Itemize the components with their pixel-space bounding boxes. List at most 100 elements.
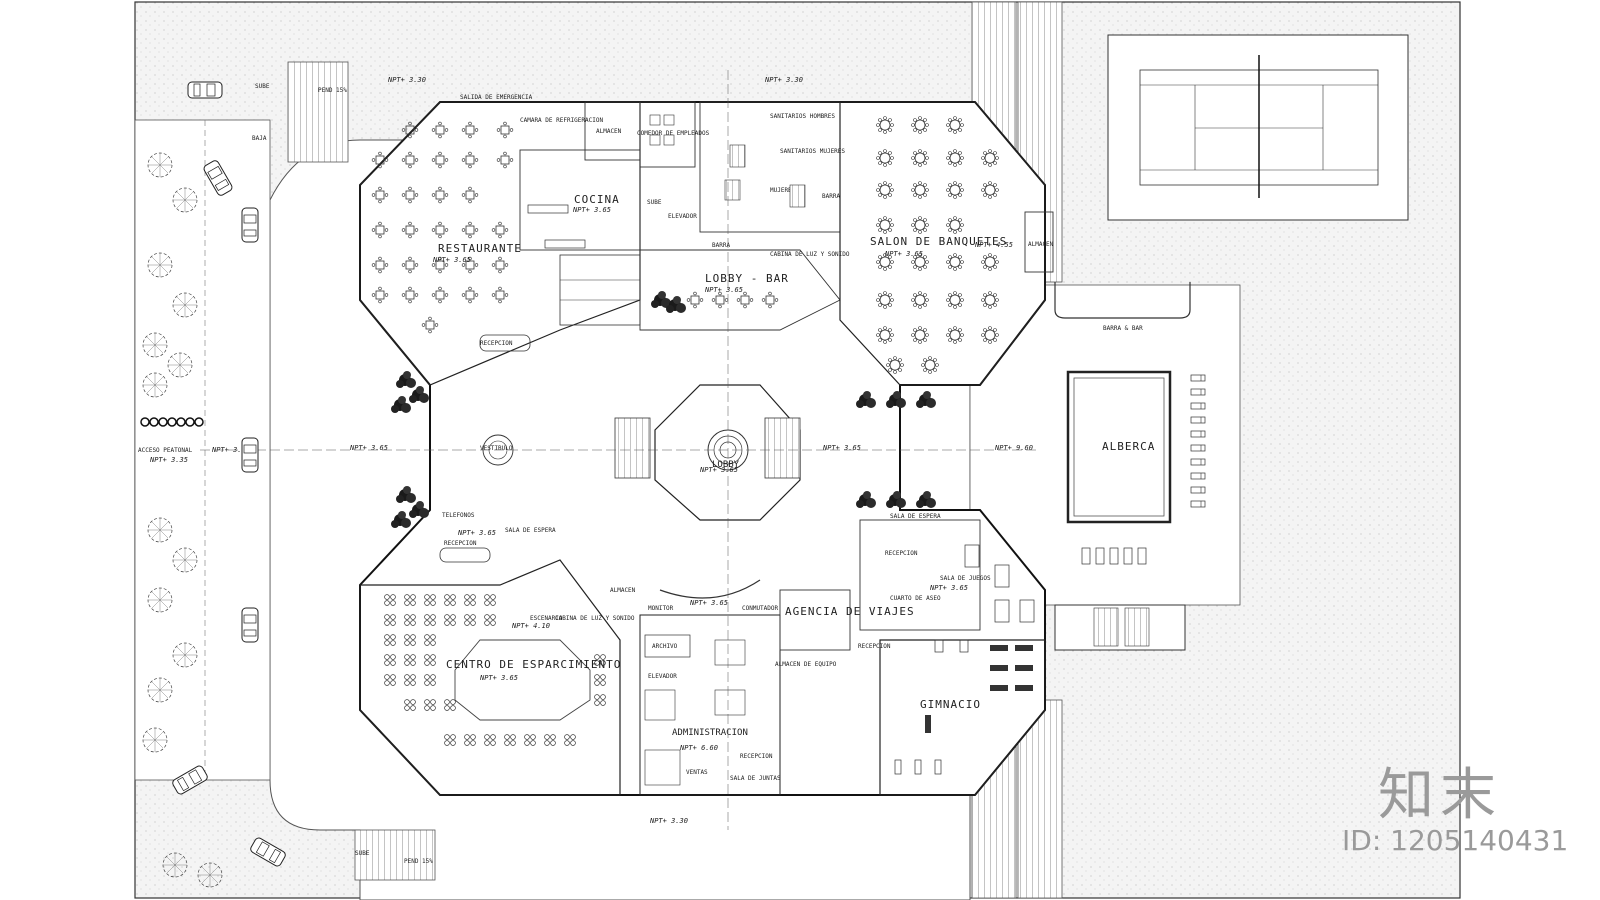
sala-espera-right-label: SALA DE ESPERA	[890, 513, 941, 520]
npt-365-recep: NPT+ 3.65	[457, 529, 496, 537]
admin-offices	[644, 639, 746, 786]
gimnacio-label: GIMNACIO	[920, 698, 981, 711]
kitchen-counters	[527, 114, 675, 249]
npt-365-rest: NPT+ 3.65	[432, 256, 471, 264]
barra-right-label: BARRA	[822, 193, 840, 200]
stair-east	[764, 417, 801, 479]
pool-bathhouse	[1054, 604, 1186, 651]
stair-west	[614, 417, 651, 479]
cabina-top-label: CABINA DE LUZ Y SONIDO	[770, 251, 850, 258]
dance-floor	[454, 639, 591, 721]
sala-juegos-label: SALA DE JUEGOS	[940, 575, 991, 582]
npt-960: NPT+ 9.60	[994, 444, 1033, 452]
game-room	[859, 519, 981, 631]
gym-room	[879, 639, 1046, 796]
cocina-label: COCINA	[574, 193, 620, 206]
recepcion-top-label: RECEPCION	[480, 340, 513, 347]
recepcion-gym-label: RECEPCION	[858, 643, 891, 650]
pool	[1066, 370, 1172, 524]
conmutador-label: CONMUTADOR	[742, 605, 779, 612]
escenario-label: ESCENARIO	[530, 615, 563, 622]
watermark-brand: 知末	[1378, 763, 1502, 828]
car-icon	[241, 207, 259, 243]
pool-bar	[1054, 282, 1191, 319]
npt-365-gym: NPT+ 3.65	[929, 584, 968, 592]
reception-desk-bottom	[439, 547, 491, 563]
pend-top-label: PEND 15%	[318, 87, 347, 94]
cuarto-aseo-label: CUARTO DE ASEO	[890, 595, 941, 602]
hedge-row	[140, 417, 204, 427]
almacen-equipo-label: ALMACEN DE EQUIPO	[775, 661, 837, 668]
lobby-label: LOBBY	[712, 460, 740, 470]
elevador-label: ELEVADOR	[648, 673, 677, 680]
comedor-room	[639, 101, 696, 168]
recepcion-admin-label: RECEPCION	[740, 753, 773, 760]
agencia-label: AGENCIA DE VIAJES	[785, 605, 915, 618]
alberca-label: ALBERCA	[1102, 440, 1155, 453]
npt-365-lobbybar: NPT+ 3.65	[704, 286, 743, 294]
agencia-room	[779, 589, 851, 651]
npt-365-vest: NPT+ 3.65	[349, 444, 388, 452]
npt-365-centro: NPT+ 3.65	[479, 674, 518, 682]
gym-equipment	[894, 639, 1033, 775]
sube-bottom-label: SUBE	[355, 850, 370, 857]
monitor-label: MONITOR	[648, 605, 674, 612]
ramp-north	[287, 61, 349, 163]
almacen-top-label: ALMACEN	[596, 128, 622, 135]
archivo-label: ARCHIVO	[652, 643, 678, 650]
sube-kitchen-label: SUBE	[647, 199, 662, 206]
administracion-label: ADMINISTRACION	[672, 728, 748, 738]
sube-top-label: SUBE	[255, 83, 270, 90]
watermark-id: ID: 1205140431	[1342, 824, 1569, 857]
archivo-room	[644, 634, 691, 658]
recepcion-right-label: RECEPCION	[885, 550, 918, 557]
almacen-mid-label: ALMACEN	[610, 587, 636, 594]
sala-juntas-label: SALA DE JUNTAS	[730, 775, 781, 782]
npt-455: NPT+ 4.55	[974, 241, 1013, 249]
car-icon	[241, 607, 259, 643]
npt-660: NPT+ 6.60	[679, 744, 718, 752]
central-lobby	[654, 384, 801, 521]
npt-365-east: NPT+ 3.65	[822, 444, 861, 452]
ventas-label: VENTAS	[686, 769, 708, 776]
admin-block	[639, 614, 781, 796]
pool-loungers	[1081, 374, 1206, 565]
reception-curve	[659, 579, 761, 599]
game-tables	[964, 544, 1035, 623]
npt-330-c: NPT+ 3.30	[649, 817, 688, 825]
npt-335-access: NPT+ 3.35	[149, 456, 188, 464]
npt-365-south: NPT+ 3.65	[689, 599, 728, 607]
centro-label: CENTRO DE ESPARCIMIENTO	[446, 658, 621, 671]
elevador-top-label: ELEVADOR	[668, 213, 697, 220]
npt-365-lobby: NPT+ 3.65	[699, 466, 738, 474]
barra-label: BARRA	[712, 242, 730, 249]
npt-410: NPT+ 4.10	[511, 622, 550, 630]
car-icon	[241, 437, 259, 473]
tennis-court	[1107, 34, 1409, 221]
vestibulo-label: VESTIBULO	[480, 445, 513, 452]
salon-room	[839, 101, 1046, 386]
almacen-right-label: ALMACEN	[1028, 241, 1054, 248]
comedor-label: COMEDOR DE EMPLEADOS	[637, 130, 710, 137]
centro-room	[359, 559, 621, 796]
mujeres-label: MUJERES	[770, 187, 796, 194]
cabina-bottom-label: CABINA DE LUZ Y SONIDO	[555, 615, 635, 622]
camara-label: CAMARA DE REFRIGERACION	[520, 117, 603, 124]
npt-330-a: NPT+ 3.30	[387, 76, 426, 84]
reception-desk-top	[479, 334, 531, 352]
salon-label: SALON DE BANQUETES	[870, 235, 1007, 248]
acceso-peatonal-label: ACCESO PEATONAL	[138, 447, 193, 454]
salida-label: SALIDA DE EMERGENCIA	[460, 94, 533, 101]
sanitarios-hombres-top-label: SANITARIOS HOMBRES	[770, 113, 835, 120]
telefonos-label: TELEFONOS	[442, 512, 475, 519]
restaurante-label: RESTAURANTE	[438, 242, 522, 255]
baja-label: BAJA	[252, 135, 267, 142]
barra-bar-label: BARRA & BAR	[1103, 325, 1143, 332]
recepcion-bottom-label: RECEPCION	[444, 540, 477, 547]
car-icon	[187, 81, 223, 99]
sala-espera-left-label: SALA DE ESPERA	[505, 527, 556, 534]
level-markers: NPT+ 3.30 NPT+ 3.30 NPT+ 3.30 NPT+ 3.65 …	[149, 76, 1033, 825]
ramp-south	[354, 829, 436, 881]
lobby-bar-label: LOBBY - BAR	[705, 272, 789, 285]
